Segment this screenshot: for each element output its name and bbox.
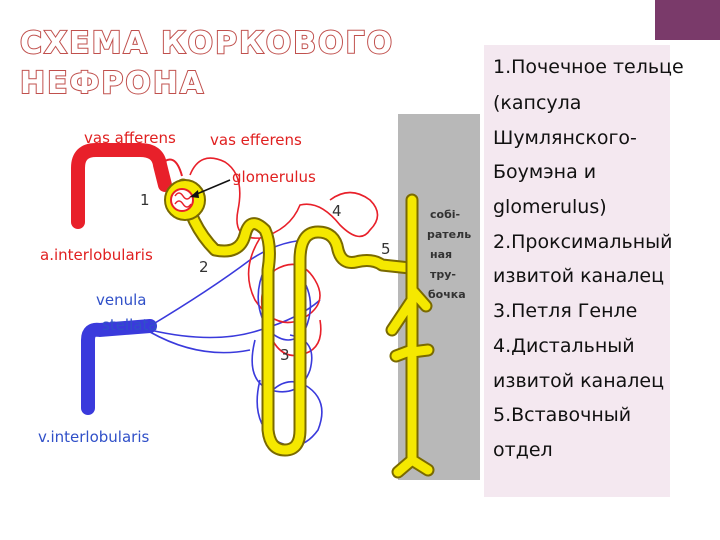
legend-line: 1.Почечное тельце — [493, 56, 684, 78]
legend-line: Шумлянского- — [493, 127, 637, 149]
interlobular-vein — [81, 319, 157, 415]
number-1: 1 — [140, 191, 150, 209]
legend-line: glomerulus) — [493, 196, 607, 218]
nephron-diagram: vas afferens vas efferens glomerulus a.i… — [38, 114, 480, 480]
number-3: 3 — [280, 346, 290, 364]
interlobular-artery — [71, 143, 172, 229]
label-vas-efferens: vas efferens — [210, 131, 302, 149]
arrow-head-icon — [190, 190, 199, 198]
legend-line: извитой каналец — [493, 265, 665, 287]
glomerulus-coils — [174, 192, 192, 208]
collecting-duct-label-3: ная — [430, 248, 452, 261]
legend-line: 5.Вставочный — [493, 404, 632, 426]
title-line-1: СХЕМА КОРКОВОГО — [19, 25, 395, 62]
corner-accent-bar — [655, 0, 720, 40]
collecting-duct-label-5: бочка — [428, 288, 466, 301]
nephron-tubule — [176, 178, 417, 457]
legend-line: 2.Проксимальный — [493, 231, 673, 253]
legend-line: 3.Петля Генле — [493, 300, 638, 322]
number-5: 5 — [381, 240, 391, 258]
label-v-interlobularis: v.interlobularis — [38, 428, 149, 446]
collecting-duct-label-1: собі- — [430, 208, 460, 221]
label-glomerulus: glomerulus — [232, 168, 316, 186]
label-venula: venula — [96, 291, 146, 309]
collecting-duct — [385, 193, 435, 479]
label-a-interlobularis: a.interlobularis — [40, 246, 153, 264]
collecting-duct-label-4: тру- — [430, 268, 456, 281]
number-4: 4 — [332, 202, 342, 220]
label-stellata: stellata — [102, 316, 158, 334]
collecting-duct-label-2: ратель — [427, 228, 471, 241]
legend-line: извитой каналец — [493, 370, 665, 392]
legend-line: 4.Дистальный — [493, 335, 635, 357]
glomerulus-tuft — [170, 188, 194, 212]
legend-line: отдел — [493, 439, 553, 461]
number-2: 2 — [199, 258, 209, 276]
legend-panel — [484, 45, 670, 497]
label-vas-afferens: vas afferens — [84, 129, 176, 147]
legend-line: (капсула — [493, 92, 582, 114]
title-line-2: НЕФРОНА — [19, 65, 206, 102]
afferent-arteriole — [159, 158, 183, 177]
legend-line: Боумэна и — [493, 161, 597, 183]
